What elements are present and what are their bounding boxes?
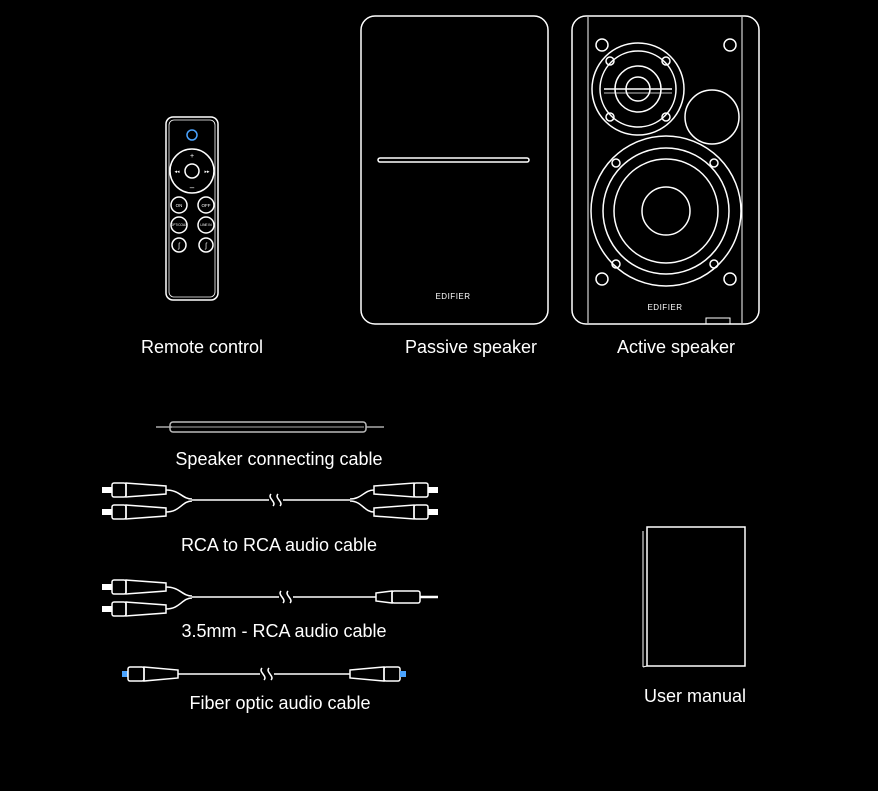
user-manual-illustration (642, 526, 746, 668)
svg-text:–: – (190, 183, 195, 192)
remote-on-text: ON (176, 203, 183, 208)
woofer-icon (590, 135, 742, 287)
remote-opt-text: OPT/COAX (171, 223, 188, 227)
svg-text:ʃ: ʃ (177, 243, 181, 250)
active-brand-logo: EDIFIER (647, 303, 682, 312)
remote-control-illustration: + – ◂◂ ▸▸ ON OFF OPT/COAX LINE IN ʃ ʃ (165, 116, 219, 301)
active-speaker-label: Active speaker (616, 337, 736, 357)
bass-port-icon (684, 89, 740, 145)
remote-linein-text: LINE IN (200, 223, 212, 227)
user-manual-label: User manual (643, 686, 747, 706)
optical-cable-illustration (122, 666, 406, 682)
aux-cable-illustration (102, 579, 438, 617)
dpad-ring (169, 148, 215, 194)
power-icon (186, 129, 198, 141)
passive-speaker-label: Passive speaker (404, 337, 538, 357)
tweeter-icon (591, 42, 685, 136)
remote-off-text: OFF (202, 203, 211, 208)
rca-cable-label: RCA to RCA audio cable (180, 535, 378, 555)
speaker-cable-illustration (156, 421, 384, 433)
svg-text:ʃ: ʃ (204, 243, 208, 250)
speaker-cable-label: Speaker connecting cable (175, 449, 383, 469)
optical-cable-label: Fiber optic audio cable (189, 693, 371, 713)
aux-cable-label: 3.5mm - RCA audio cable (181, 621, 387, 641)
svg-text:▸▸: ▸▸ (204, 169, 210, 175)
remote-control-label: Remote control (140, 337, 264, 357)
svg-text:◂◂: ◂◂ (174, 169, 180, 175)
play-pause-icon (184, 163, 200, 179)
passive-brand-logo: EDIFIER (435, 292, 470, 301)
rca-cable-illustration (102, 482, 438, 520)
passive-speaker-illustration: EDIFIER (360, 15, 549, 325)
svg-text:+: + (190, 153, 194, 160)
active-speaker-illustration: EDIFIER (571, 15, 760, 325)
